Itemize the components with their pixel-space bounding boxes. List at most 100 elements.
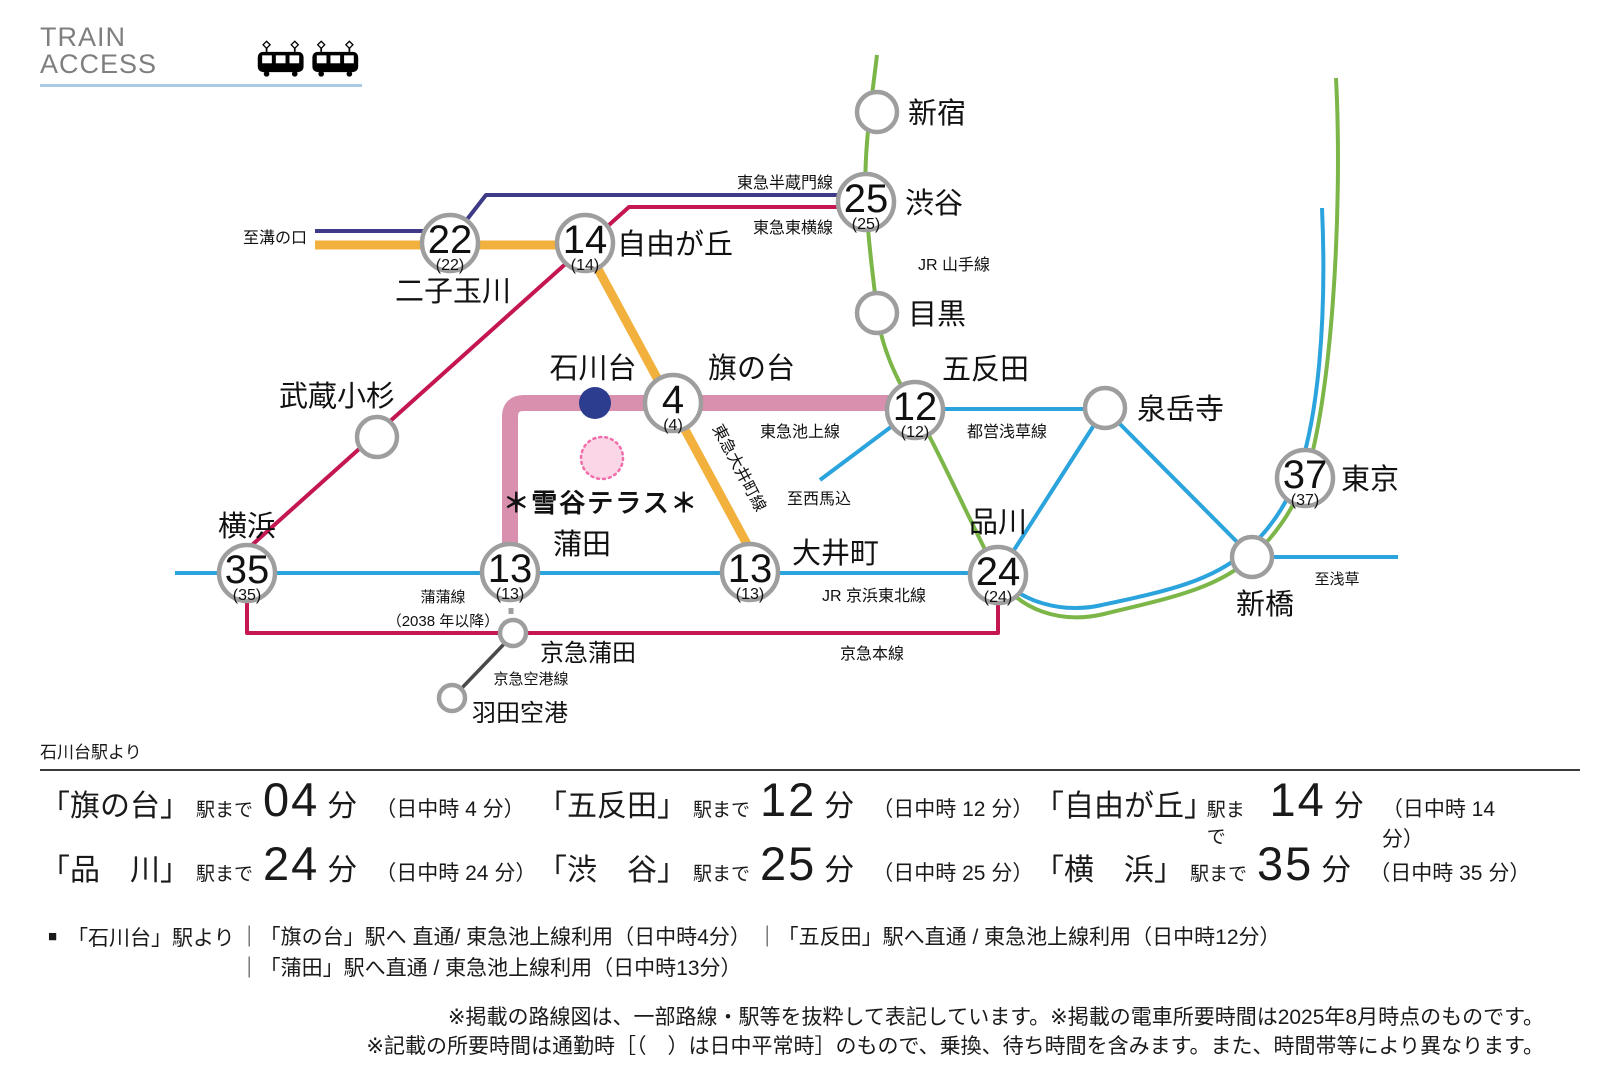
time-to-label: 駅まで [693,864,751,885]
time-daytime: （日中時 4 分） [375,798,525,821]
jiyugaoka-daytime: (14) [571,257,599,274]
futakotamagawa-time: 22 [428,218,473,262]
station-shinagawa-marker [967,544,1029,606]
time-station-name: 「旗の台」 [40,790,190,823]
line-jr-yamanote [863,54,1340,620]
time-to-label: 駅まで [1190,864,1248,885]
station-tokyo-label: 東京 [1341,463,1399,496]
line-asakusa-label: 都営浅草線 [967,423,1047,441]
station-meguro-label: 目黒 [908,299,966,331]
train-icon [258,40,359,77]
train-car-icon [258,40,304,77]
station-ishikawadai-label: 石川台 [549,352,636,385]
travel-time-shinagawa: 「品 川」 駅まで 24 分 （日中時 24 分） [40,836,537,891]
travel-time-yokohama: 「横 浜」 駅まで 35 分 （日中時 35 分） [1034,836,1531,891]
shibuya-time: 25 [844,177,889,221]
time-daytime: （日中時 14 分） [1381,798,1496,851]
line-keikyu-main-label: 京急本線 [840,645,904,663]
travel-times-row-2: 「品 川」 駅まで 24 分 （日中時 24 分） 「渋 谷」 駅まで 25 分… [40,836,1600,891]
gotanda-time: 12 [893,385,938,429]
station-shibuya-label: 渋谷 [905,187,963,220]
time-to-label: 駅まで [1206,800,1245,848]
station-musashikosugi-marker [354,414,400,460]
station-meguro-marker [854,290,900,336]
station-hatanodai-marker [642,372,704,434]
jiyugaoka-time: 14 [563,218,608,262]
time-unit: 分 [327,854,358,887]
time-unit: 分 [1333,790,1364,823]
time-unit: 分 [824,854,855,887]
line-kamakama-label: 蒲蒲線 [420,589,465,606]
shibuya-daytime: (25) [852,216,880,233]
time-unit: 分 [1321,854,1352,887]
station-sengakuji-label: 泉岳寺 [1137,393,1224,426]
time-minutes: 04 [263,773,320,826]
time-minutes: 35 [1257,837,1314,890]
time-daytime: （日中時 12 分） [872,798,1034,821]
kamata-time: 13 [488,547,533,591]
time-minutes: 12 [760,773,817,826]
time-station-name: 「五反田」 [537,790,687,823]
oimachi-time: 13 [728,547,773,591]
travel-time-jiyugaoka: 「自由が丘」 駅まで 14 分 （日中時 14 分） [1034,772,1531,853]
station-kamata-label: 蒲田 [553,528,611,561]
line-keikyu-airport [457,641,507,693]
route-notes: ■ 「石川台」駅より ｜「旗の台」駅へ 直通/ 東急池上線利用（日中時4分） ｜… [40,922,1281,984]
time-minutes: 24 [263,837,320,890]
station-kamata-marker [479,541,541,603]
time-unit: 分 [824,790,855,823]
direction-mizonokuchi-label: 至溝の口 [243,229,307,247]
line-toyoko-label: 東急東横線 [753,219,833,237]
station-gotanda-marker [884,379,946,441]
note-route-lines: ｜「旗の台」駅へ 直通/ 東急池上線利用（日中時4分） ｜「五反田」駅へ直通 /… [239,922,1281,984]
direction-nishimagome-label: 至西馬込 [787,490,851,508]
time-daytime: （日中時 35 分） [1369,862,1531,885]
kamata-daytime: (13) [496,586,524,603]
note-lead: 「石川台」駅より [67,927,235,950]
travel-time-shibuya: 「渋 谷」 駅まで 25 分 （日中時 25 分） [537,836,1034,891]
disclaimer-line: ※記載の所要時間は通勤時［（ ）は日中平常時］のもので、乗換、待ち時間を含みます… [366,1035,1544,1058]
line-keikyu-main [245,599,1000,635]
station-haneda-marker [436,682,468,714]
station-yokohama-marker [216,542,278,604]
line-hanzomon-label: 東急半蔵門線 [737,174,833,192]
station-shinagawa-label: 品川 [969,507,1027,539]
time-station-name: 「品 川」 [40,854,190,887]
oimachi-daytime: (13) [736,586,764,603]
station-yokohama-label: 横浜 [218,510,276,543]
page-header: TRAIN ACCESS [40,24,362,87]
station-oimachi-label: 大井町 [792,537,879,570]
time-unit: 分 [327,790,358,823]
yokohama-time: 35 [225,548,270,592]
page-title: TRAIN ACCESS [40,22,158,79]
route-map: 25 (25) 22 (22) 14 (14) 4 (4) 12 (12) 37… [175,54,1399,727]
yokohama-daytime: (35) [233,587,261,604]
station-musashikosugi-label: 武蔵小杉 [279,380,395,413]
shinagawa-time: 24 [976,550,1021,594]
time-daytime: （日中時 25 分） [872,862,1034,885]
station-futakotamagawa-label: 二子玉川 [395,276,511,308]
times-section-heading: 石川台駅より [40,738,1580,771]
time-minutes: 25 [760,837,817,890]
futakotamagawa-daytime: (22) [436,257,464,274]
station-shinjuku-marker [854,89,900,135]
station-shibuya-marker [835,171,897,233]
station-sengakuji-marker [1082,385,1128,431]
station-gotanda-label: 五反田 [942,353,1029,386]
station-keikyu-kamata-label: 京急蒲田 [540,640,636,667]
line-keihin-tohoku-label: JR 京浜東北線 [822,587,926,605]
travel-times-row-1: 「旗の台」 駅まで 04 分 （日中時 4 分） 「五反田」 駅まで 12 分 … [40,772,1600,853]
property-marker [579,435,625,481]
station-futakotamagawa-marker [419,212,481,274]
disclaimers: ※掲載の路線図は、一部路線・駅等を抜粋して表記しています。※掲載の電車所要時間は… [366,1003,1544,1061]
train-car-icon [312,40,359,77]
line-ikegami-label: 東急池上線 [760,423,840,441]
station-hatanodai-label: 旗の台 [708,352,795,385]
shinagawa-daytime: (24) [984,589,1012,606]
station-oimachi-marker [719,541,781,603]
station-keikyu-kamata-marker [497,617,529,649]
station-shimbashi-marker [1229,534,1275,580]
disclaimer-line: ※掲載の路線図は、一部路線・駅等を抜粋して表記しています。※掲載の電車所要時間は… [447,1006,1544,1029]
time-station-name: 「横 浜」 [1034,854,1184,887]
